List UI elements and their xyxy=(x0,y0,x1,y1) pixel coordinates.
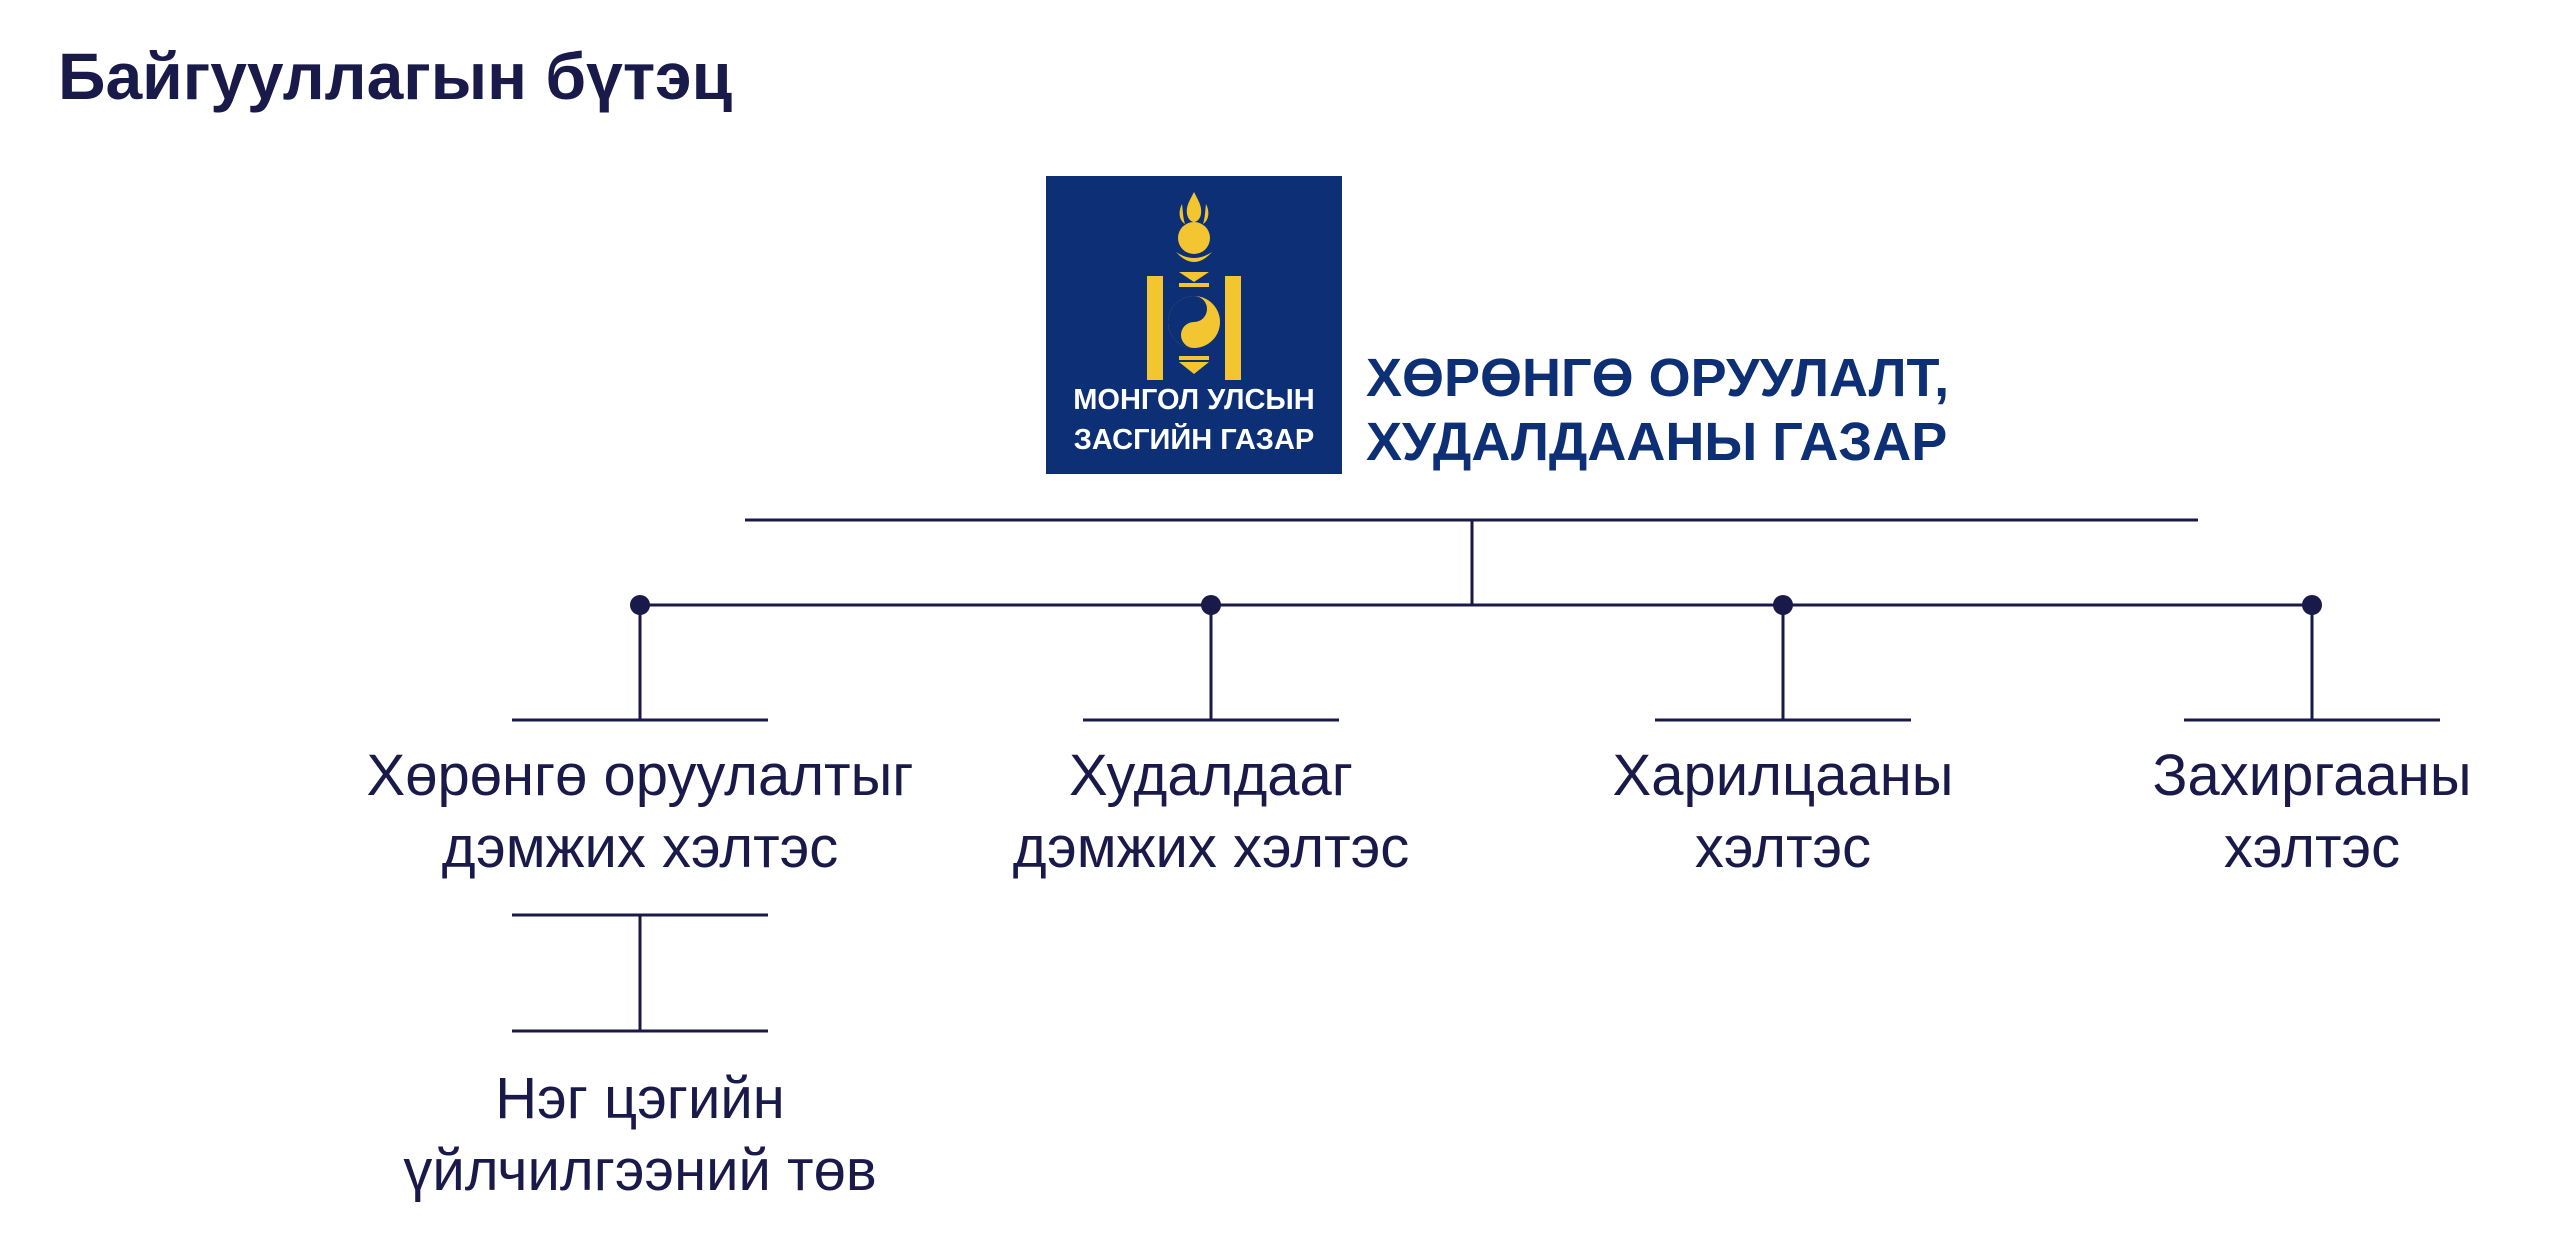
department-label-line1: Харилцааны xyxy=(1612,743,1954,808)
sub-unit-label-line2: үйлчилгээний төв xyxy=(403,1138,877,1203)
department-label-line1: Хөрөнгө оруулалтыг xyxy=(366,743,914,808)
department-label-line1: Худалдааг xyxy=(1069,743,1353,808)
branch-node-4 xyxy=(2302,595,2322,615)
organization-name: ХӨРӨНГӨ ОРУУЛАЛТ, ХУДАЛДААНЫ ГАЗАР xyxy=(1366,346,1949,474)
department-administration: Захиргааны хэлтэс xyxy=(2032,740,2570,884)
page-title: Байгууллагын бүтэц xyxy=(58,39,733,113)
department-label-line2: хэлтэс xyxy=(2223,815,2401,880)
department-investment-promotion: Хөрөнгө оруулалтыг дэмжих хэлтэс xyxy=(360,740,920,884)
soyombo-emblem-icon xyxy=(1147,192,1241,380)
organization-name-line1: ХӨРӨНГӨ ОРУУЛАЛТ, xyxy=(1366,348,1950,408)
government-logo: МОНГОЛ УЛСЫН ЗАСГИЙН ГАЗАР xyxy=(1046,176,1342,474)
department-label-line2: дэмжих хэлтэс xyxy=(441,815,839,880)
department-label-line2: дэмжих хэлтэс xyxy=(1012,815,1410,880)
logo-text-line2: ЗАСГИЙН ГАЗАР xyxy=(1073,424,1315,456)
branch-node-1 xyxy=(630,595,650,615)
department-trade-promotion: Худалдааг дэмжих хэлтэс xyxy=(931,740,1491,884)
sub-unit-label-line1: Нэг цэгийн xyxy=(495,1066,785,1131)
branch-node-2 xyxy=(1201,595,1221,615)
logo-text-line1: МОНГОЛ УЛСЫН xyxy=(1073,384,1315,416)
organization-name-line2: ХУДАЛДААНЫ ГАЗАР xyxy=(1366,412,1948,472)
department-label-line2: хэлтэс xyxy=(1694,815,1872,880)
department-label-line1: Захиргааны xyxy=(2152,743,2472,808)
department-public-relations: Харилцааны хэлтэс xyxy=(1503,740,2063,884)
branch-node-3 xyxy=(1773,595,1793,615)
sub-unit-one-stop-service-center: Нэг цэгийн үйлчилгээний төв xyxy=(360,1063,920,1207)
